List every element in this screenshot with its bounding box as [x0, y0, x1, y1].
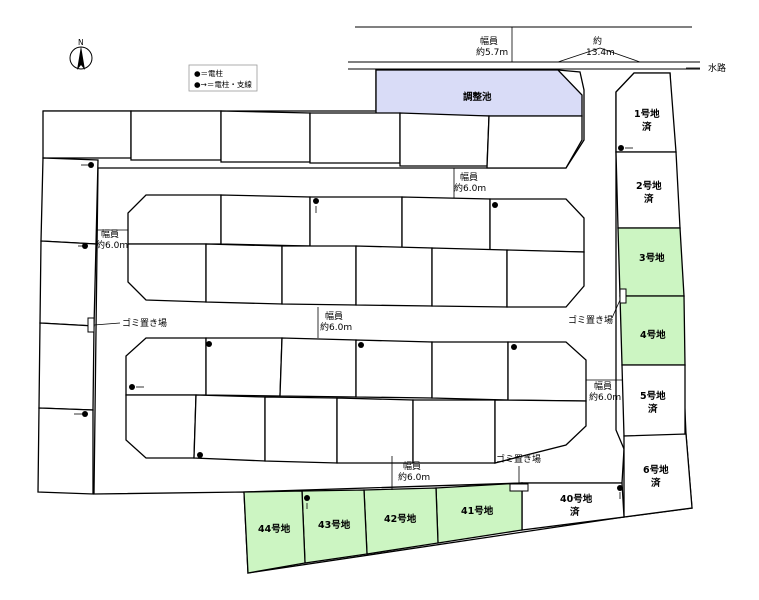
frontage-length-label: 約 — [593, 35, 602, 47]
lot-1-number: 1号地 — [634, 108, 660, 120]
road-width-value: 約6.0m — [96, 239, 128, 251]
east-lots — [615, 72, 693, 518]
garbage-area — [611, 288, 627, 319]
lot-6 — [623, 433, 693, 518]
lot-3-number: 3号地 — [639, 252, 665, 264]
frontage-length-value: 13.4m — [586, 48, 615, 58]
guy-wire-arrow-icon — [74, 147, 633, 509]
road-width-label: 幅員 — [594, 380, 612, 392]
lower-block — [125, 337, 587, 464]
top-road-width-label: 幅員 — [480, 35, 498, 47]
lot-2-status: 済 — [644, 193, 654, 205]
pond-label: 調整池 — [463, 91, 492, 103]
road-markers — [96, 168, 622, 490]
road-width-label: 幅員 — [101, 228, 119, 240]
north-arrow-icon — [69, 46, 93, 70]
top-road-width-value: 約5.7m — [476, 46, 508, 58]
lot-42-number: 42号地 — [384, 513, 417, 525]
top-road — [348, 26, 700, 70]
detention-pond — [375, 69, 583, 117]
road-width-label: 幅員 — [325, 310, 343, 322]
road-width-value: 約6.0m — [320, 321, 352, 333]
north-label: N — [78, 38, 84, 47]
lot-6-number: 6号地 — [643, 464, 669, 476]
upper-block — [127, 194, 585, 308]
lot-5-status: 済 — [648, 403, 658, 415]
lot-6-status: 済 — [651, 477, 661, 489]
legend-pole: ●＝電柱 — [194, 68, 224, 78]
legend-box — [188, 64, 258, 92]
garbage-area-label: ゴミ置き場 — [496, 453, 541, 465]
lot-4-number: 4号地 — [640, 329, 666, 341]
garbage-area-label: ゴミ置き場 — [568, 314, 613, 326]
road-width-value: 約6.0m — [398, 471, 430, 483]
lot-44 — [243, 490, 306, 574]
lot-41-number: 41号地 — [461, 505, 494, 517]
lot-44-number: 44号地 — [258, 523, 291, 535]
lot-1-status: 済 — [642, 121, 652, 133]
utility-pole-icon — [82, 145, 624, 501]
lot-40-number: 40号地 — [560, 493, 593, 505]
road-width-label: 幅員 — [460, 171, 478, 183]
road-width-value: 約6.0m — [589, 391, 621, 403]
lot-5-number: 5号地 — [640, 390, 666, 402]
garbage-area — [509, 466, 529, 492]
road-width-value: 約6.0m — [454, 182, 486, 194]
south-lots — [243, 482, 625, 574]
lot-40-status: 済 — [570, 506, 580, 518]
legend-pole-with-guy: ●→＝電柱・支線 — [194, 79, 252, 89]
lot-43-number: 43号地 — [318, 519, 351, 531]
garbage-area-label: ゴミ置き場 — [122, 317, 167, 329]
lot-2-number: 2号地 — [636, 180, 662, 192]
north-lot-row — [37, 110, 583, 495]
waterway-label: 水路 — [708, 62, 726, 74]
road-width-label: 幅員 — [403, 460, 421, 472]
garbage-area — [87, 317, 121, 333]
